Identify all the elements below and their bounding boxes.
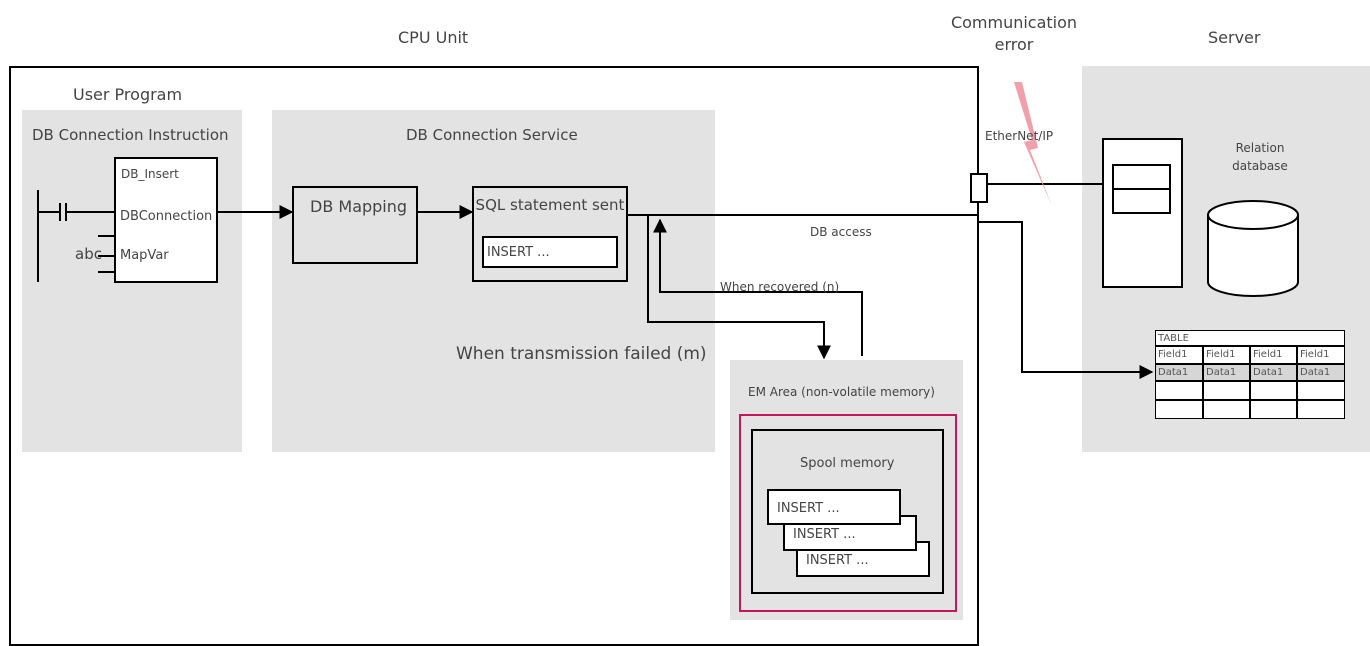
table-empty-cell <box>1297 400 1345 419</box>
spool-entry-1-text: INSERT ... <box>777 501 840 516</box>
spool-entry-1: INSERT ... <box>767 489 901 525</box>
sql-statement-value: INSERT ... <box>482 236 618 268</box>
when-recovered-label: When recovered (n) <box>720 280 840 294</box>
db-access-label: DB access <box>810 225 872 239</box>
when-transmission-failed-label: When transmission failed (m) <box>456 344 707 364</box>
pin-dbconnection: DBConnection <box>120 209 213 224</box>
sql-statement-box <box>472 186 628 282</box>
relation-database-label: Relation database <box>1232 141 1288 173</box>
table-empty-cell <box>1203 381 1250 400</box>
spool-memory-label: Spool memory <box>800 456 895 471</box>
sql-statement-text: INSERT ... <box>487 245 550 260</box>
input-var-abc: abc <box>75 245 102 263</box>
table-empty-cell <box>1203 400 1250 419</box>
table-row1-cell-3: Data1 <box>1250 364 1297 381</box>
user-program-label: User Program <box>73 85 183 104</box>
table-row1-cell-4: Data1 <box>1297 364 1345 381</box>
table-empty-cell <box>1297 381 1345 400</box>
db-mapping-box <box>292 186 418 264</box>
table-title: TABLE <box>1155 330 1345 346</box>
db-connection-service-label: DB Connection Service <box>406 126 578 144</box>
table-empty-cell <box>1250 400 1297 419</box>
table-empty-cell <box>1250 381 1297 400</box>
db-insert-block <box>114 157 218 283</box>
database-table: TABLE Field1 Field1 Field1 Field1 Data1 … <box>1155 330 1345 419</box>
em-area-memory-border <box>739 414 957 612</box>
server-label: Server <box>1208 28 1261 47</box>
table-header-4: Field1 <box>1297 346 1345 364</box>
spool-memory-box <box>751 429 944 594</box>
table-header-3: Field1 <box>1250 346 1297 364</box>
table-row1-cell-2: Data1 <box>1203 364 1250 381</box>
spool-entry-2-text: INSERT ... <box>793 527 856 542</box>
server-drive-bay <box>1112 164 1171 214</box>
sql-statement-title: SQL statement sent <box>475 196 625 214</box>
table-empty-cell <box>1155 400 1203 419</box>
table-header-1: Field1 <box>1155 346 1203 364</box>
table-empty-cell <box>1155 381 1203 400</box>
db-mapping-label: DB Mapping <box>310 197 408 216</box>
spool-entry-3-text: INSERT ... <box>806 553 869 568</box>
ethernet-ip-label: EtherNet/IP <box>985 129 1054 143</box>
cpu-unit-label: CPU Unit <box>398 28 469 47</box>
table-header-2: Field1 <box>1203 346 1250 364</box>
communication-error-label: Communication error <box>950 13 1078 54</box>
db-connection-instruction-label: DB Connection Instruction <box>32 126 229 144</box>
connection-wires <box>37 82 1299 379</box>
em-area-label: EM Area (non-volatile memory) <box>748 385 935 399</box>
table-row1-cell-1: Data1 <box>1155 364 1203 381</box>
pin-mapvar: MapVar <box>120 248 169 263</box>
db-insert-name: DB_Insert <box>121 167 179 181</box>
